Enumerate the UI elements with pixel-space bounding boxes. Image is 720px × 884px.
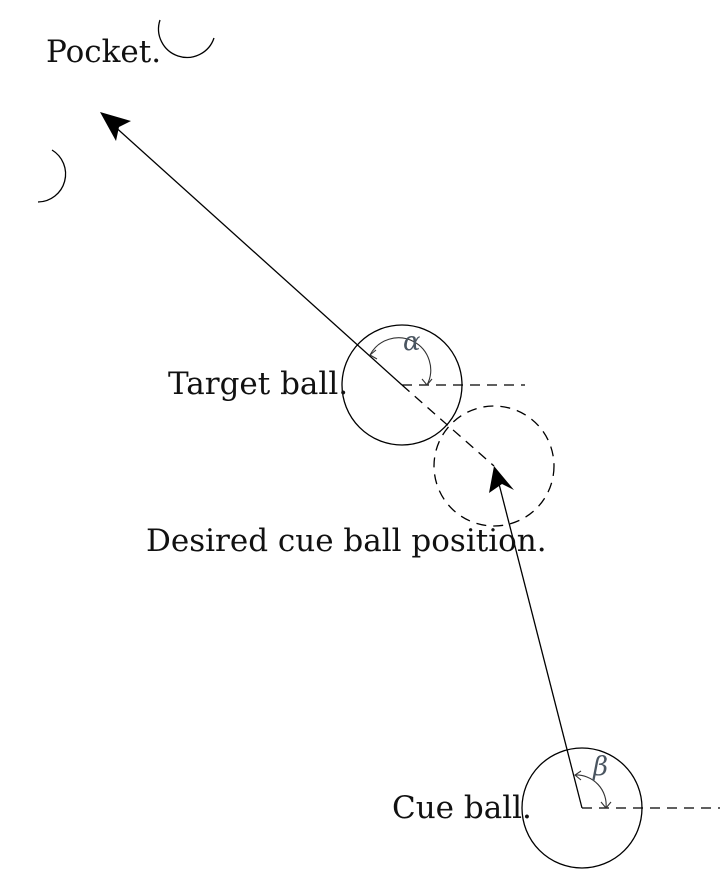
beta-label: β — [592, 752, 608, 782]
target-to-ghost-dashed-line — [401, 384, 495, 467]
alpha-arc-tick-end — [421, 378, 433, 386]
pocket-jaw-left — [37, 149, 67, 203]
cue-ball-label: Cue ball. — [392, 790, 532, 826]
beta-angle-arc — [574, 774, 607, 809]
target-ball-label: Target ball. — [168, 366, 348, 402]
beta-arc-tick-start — [574, 770, 582, 781]
pocket-arrowhead — [100, 112, 131, 141]
alpha-arc-tick-start — [369, 349, 378, 360]
alpha-label: α — [403, 327, 421, 357]
ghost-arrowhead — [489, 466, 514, 493]
alpha-angle-arc — [369, 337, 432, 386]
cue-to-ghost-line — [497, 479, 583, 809]
desired-cue-ball-position-label: Desired cue ball position. — [146, 523, 547, 559]
beta-arc-tick-end — [600, 801, 612, 809]
pocket-jaw-top — [157, 19, 215, 59]
pocket-label: Pocket. — [46, 34, 161, 70]
target-to-pocket-line — [111, 123, 403, 386]
desired-cue-ball-ghost — [433, 405, 555, 527]
